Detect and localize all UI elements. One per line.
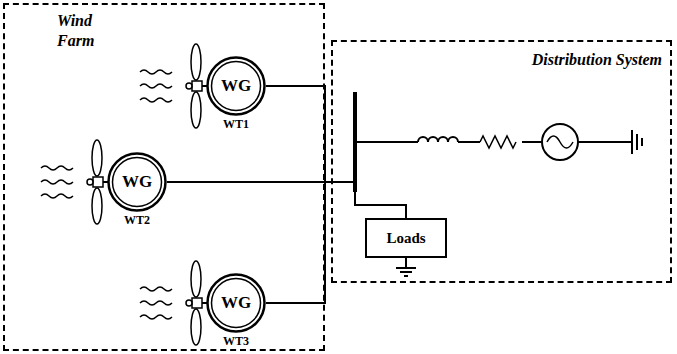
wire — [355, 141, 418, 143]
generator-circle: WGWT1 — [206, 56, 266, 116]
dashed-region: Loads Distribution System — [331, 40, 672, 283]
ac-source-symbol — [542, 124, 578, 160]
wind-symbol — [41, 166, 73, 198]
wire — [578, 141, 632, 143]
turbine-rotors — [41, 44, 207, 345]
rotor-symbol — [87, 140, 108, 224]
grid-circuit — [355, 92, 642, 276]
generator-label: WG — [107, 152, 167, 212]
load-box: Loads — [365, 218, 447, 258]
generator-label: WG — [206, 56, 266, 116]
resistor-symbol — [480, 136, 516, 148]
wind-symbol — [140, 287, 172, 319]
region-title: Wind Farm — [57, 11, 113, 51]
ground-symbol — [396, 258, 416, 276]
sine-symbol — [547, 136, 573, 148]
box-label: Loads — [386, 230, 425, 247]
ground-symbol — [632, 130, 642, 154]
wire — [458, 141, 480, 143]
turbine-label: WT3 — [186, 334, 286, 348]
rotor-symbol — [186, 261, 207, 345]
rotor-symbol — [186, 44, 207, 128]
wire — [522, 141, 542, 143]
generator-label: WG — [206, 273, 266, 333]
dashed-region: WGWT1WGWT2WGWT3Wind Farm — [3, 3, 325, 351]
inductor-symbol — [418, 137, 458, 142]
turbine-label: WT1 — [186, 117, 286, 131]
connector-line — [167, 182, 406, 218]
turbine-label: WT2 — [87, 213, 187, 227]
region-title: Distribution System — [532, 50, 662, 70]
connector-line — [266, 86, 406, 218]
wind-symbol — [140, 70, 172, 102]
generator-circle: WGWT2 — [107, 152, 167, 212]
generator-circle: WGWT3 — [206, 273, 266, 333]
